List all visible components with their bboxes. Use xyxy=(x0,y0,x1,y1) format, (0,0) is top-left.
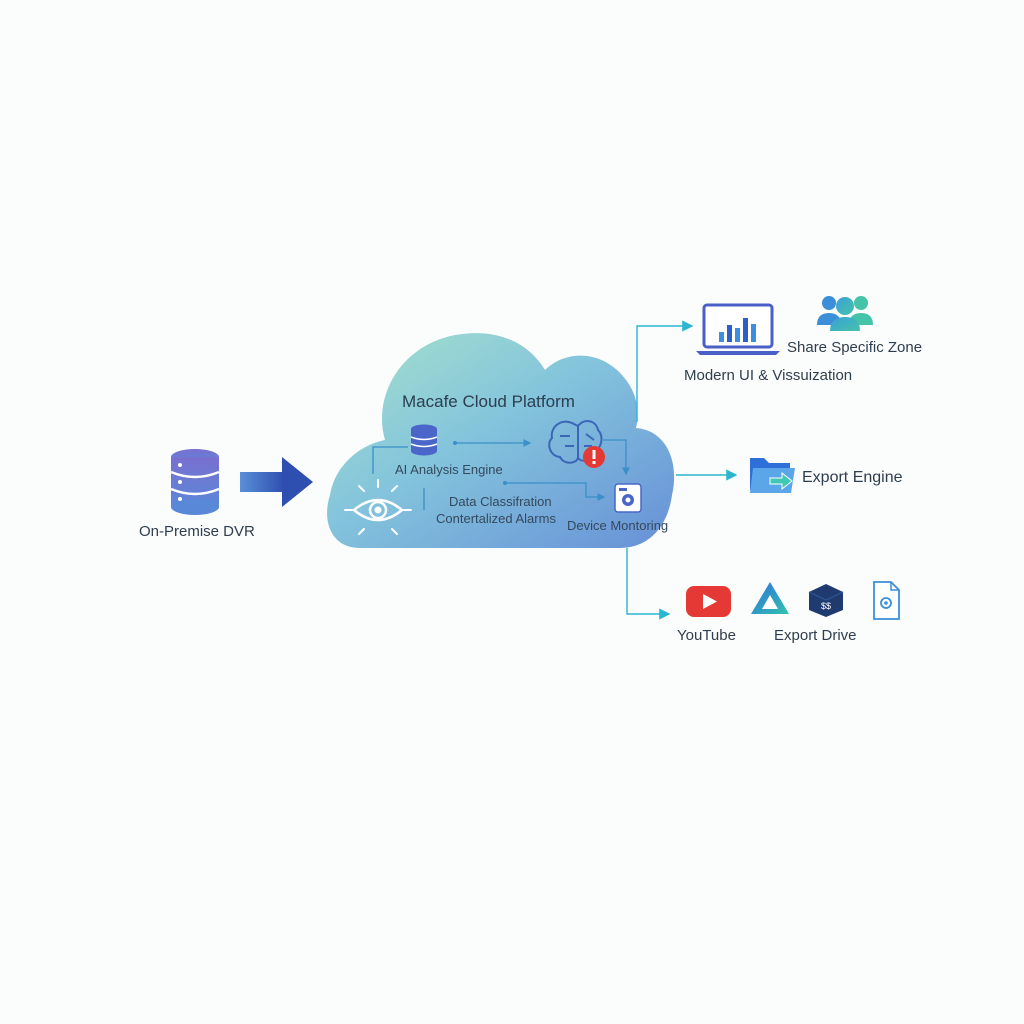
svg-text:$$: $$ xyxy=(821,601,831,611)
laptop-chart-icon xyxy=(696,303,780,355)
database-icon xyxy=(410,424,438,456)
export-drive-label: Export Drive xyxy=(774,627,857,644)
youtube-icon xyxy=(686,586,731,617)
monitoring-label: Device Montoring xyxy=(567,518,669,533)
visualization-label: Modern UI & Vissuization xyxy=(684,367,853,384)
share-label: Share Specific Zone xyxy=(787,339,923,356)
drive-icon xyxy=(751,582,789,614)
box-icon: $$ xyxy=(808,584,844,617)
alert-icon xyxy=(583,446,605,468)
database-stack-icon xyxy=(170,449,220,515)
output-connectors xyxy=(626,320,738,620)
classification-label: Data Classifration xyxy=(449,494,552,509)
export-engine-label: Export Engine xyxy=(802,469,903,486)
cloud-connectors xyxy=(372,439,630,510)
ai-engine-label: AI Analysis Engine xyxy=(395,462,503,477)
eye-icon xyxy=(344,479,412,535)
source-label: On-Premise DVR xyxy=(139,523,255,540)
people-icon xyxy=(817,296,873,331)
cloud-shape xyxy=(327,333,675,548)
youtube-label: YouTube xyxy=(677,627,736,644)
gear-panel-icon xyxy=(614,483,642,513)
document-icon xyxy=(873,581,900,620)
flow-arrow xyxy=(240,457,313,507)
alarms-label: Contertalized Alarms xyxy=(436,511,556,526)
folder-export-icon xyxy=(750,458,795,493)
cloud-title: Macafe Cloud Platform xyxy=(402,392,575,411)
